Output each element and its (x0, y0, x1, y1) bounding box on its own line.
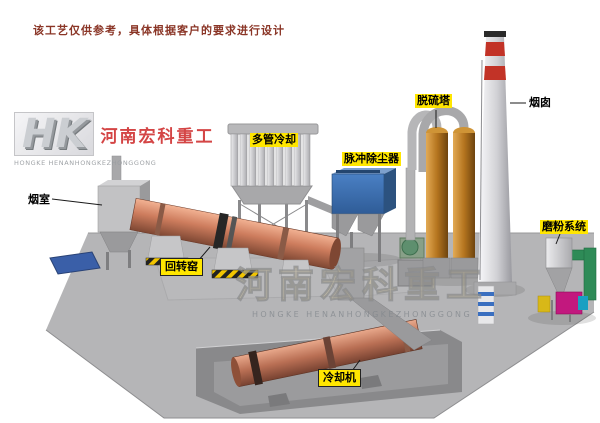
chimney (473, 31, 517, 296)
label-multi-tube-cooler: 多管冷却 (250, 133, 298, 147)
label-desulfurization-tower: 脱硫塔 (415, 94, 452, 108)
rotary-kiln (129, 197, 341, 270)
logo-company-name-en: HONGKE HENANHONGKEZHONGGONG (14, 159, 157, 167)
pulse-dust-collector (331, 168, 396, 262)
disclaimer-note: 该工艺仅供参考，具体根据客户的要求进行设计 (33, 24, 285, 37)
label-chimney: 烟囱 (529, 96, 551, 109)
logo-monogram: HK (22, 111, 87, 157)
label-grinding-system: 磨粉系统 (540, 220, 588, 234)
company-logo: HK 河南宏科重工 HONGKE HENANHONGKEZHONGGONG (14, 111, 212, 167)
label-pulse-dust-collector: 脉冲除尘器 (342, 152, 401, 166)
label-smoke-chamber: 烟室 (28, 193, 50, 206)
label-rotary-kiln: 回转窑 (160, 258, 203, 276)
logo-company-name-cn: 河南宏科重工 (100, 126, 215, 147)
logo-badge: HK (14, 111, 95, 157)
desulfurization-towers (407, 106, 479, 279)
multi-tube-cooler (227, 123, 332, 248)
kiln-discharge-chute (337, 247, 433, 351)
label-cooling-machine: 冷却机 (318, 369, 361, 387)
